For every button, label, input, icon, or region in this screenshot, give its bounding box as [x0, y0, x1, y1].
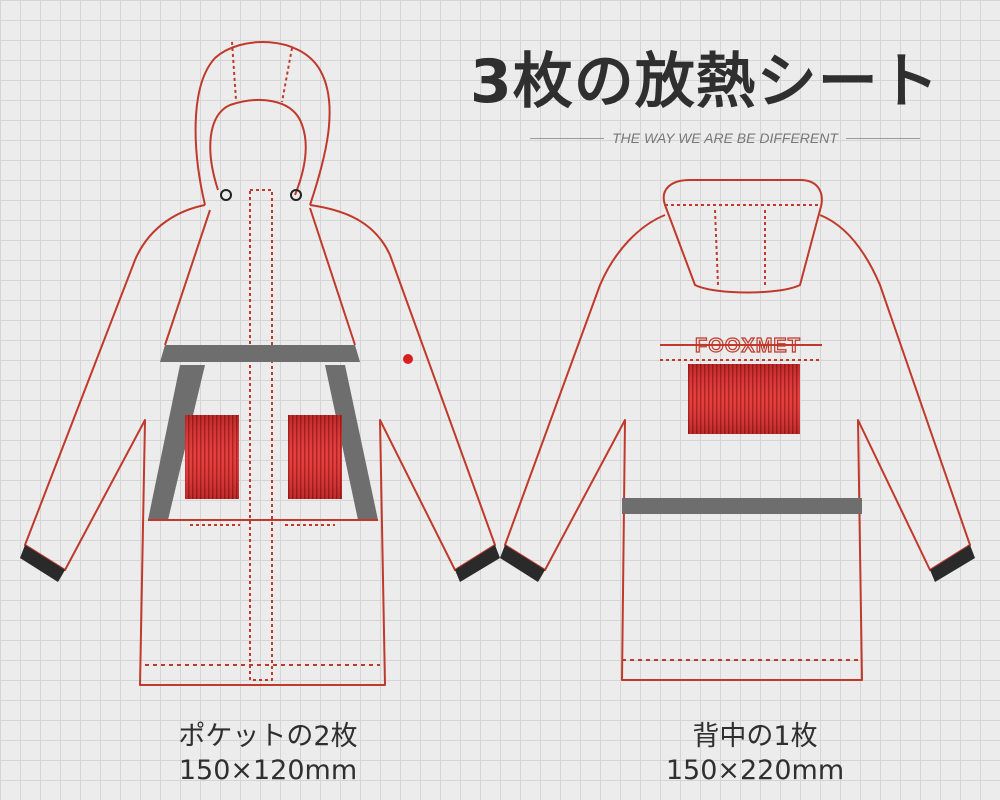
front-hood [194, 41, 331, 206]
back-caption: 背中の1枚 150×220mm [605, 720, 905, 788]
back-cuff-left [500, 545, 545, 582]
back-hood [662, 179, 823, 294]
drawcord-left-icon [220, 189, 232, 201]
back-reflective-band [622, 498, 862, 514]
front-body [24, 204, 496, 686]
tagline-row: THE WAY WE ARE BE DIFFERENT [530, 128, 920, 148]
back-brand-text: FOOXMET [695, 335, 801, 357]
front-chest-band [160, 345, 360, 362]
back-body [504, 214, 971, 681]
drawcord-right-icon [290, 189, 302, 201]
front-jacket [24, 41, 496, 686]
front-hood-inner [209, 99, 307, 196]
divider-right [845, 137, 920, 139]
front-zipper [249, 189, 273, 681]
front-caption: ポケットの2枚 150×120mm [118, 720, 418, 788]
back-jacket [504, 179, 971, 681]
sleeve-logo-icon [403, 354, 413, 364]
front-cuff-left [20, 545, 65, 582]
page-title: 3枚の放熱シート [470, 47, 940, 117]
front-caption-line2: 150×120mm [178, 755, 358, 786]
back-cuff-right [930, 545, 975, 582]
back-caption-line2: 150×220mm [665, 755, 845, 786]
front-caption-line1: ポケットの2枚 [178, 721, 358, 752]
back-caption-line1: 背中の1枚 [692, 721, 818, 752]
front-cuff-right [455, 545, 500, 582]
divider-left [530, 137, 605, 139]
tagline: THE WAY WE ARE BE DIFFERENT [612, 130, 838, 146]
front-pocket-frame [148, 365, 205, 520]
